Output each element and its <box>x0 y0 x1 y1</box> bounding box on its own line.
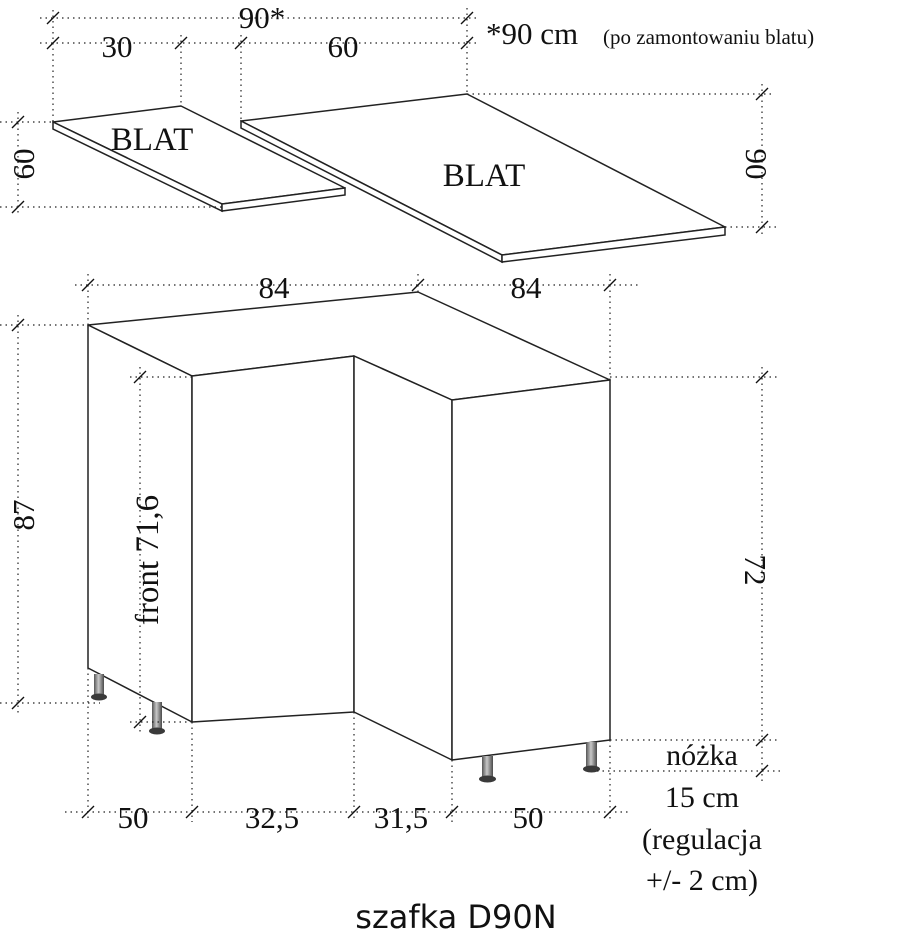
cabinet-inner-side <box>353 355 453 761</box>
countertop-left-width: 30 <box>102 29 133 64</box>
countertop-left <box>52 105 346 213</box>
leg-label: nóżka <box>666 739 738 772</box>
countertop-dimension-lines <box>0 8 780 236</box>
cabinet-left-width: 84 <box>259 270 291 305</box>
bottom-dim-2: 32,5 <box>245 800 299 835</box>
cabinet-legs <box>91 674 600 783</box>
bottom-dim-3: 31,5 <box>374 800 428 835</box>
countertop-right-depth: 90 <box>739 149 774 180</box>
bottom-dim-4: 50 <box>513 800 544 835</box>
cabinet-dimension-lines <box>0 274 780 822</box>
cabinet-front-height: front 71,6 <box>130 495 166 625</box>
cabinet-right-door <box>451 379 611 761</box>
cabinet-right-width: 84 <box>511 270 543 305</box>
leg-icon <box>91 674 107 701</box>
cabinet-total-height: 87 <box>6 500 41 531</box>
cabinet-left-door <box>191 355 355 723</box>
corner-cabinet <box>87 291 611 761</box>
countertop-right-width: 60 <box>328 29 359 64</box>
leg-icon <box>149 702 165 735</box>
countertop-right-label: BLAT <box>443 158 526 194</box>
countertop-right <box>240 93 726 264</box>
countertop-left-label: BLAT <box>111 122 194 158</box>
caption: szafka D90N <box>355 898 556 936</box>
leg-height: 15 cm <box>665 781 739 814</box>
countertop-note-text: (po zamontowaniu blatu) <box>603 25 814 49</box>
countertop-left-depth: 60 <box>6 149 41 180</box>
leg-adjust-line-2: +/- 2 cm) <box>646 864 758 897</box>
countertop-note-value: *90 cm <box>486 16 578 51</box>
leg-icon <box>583 742 600 773</box>
leg-adjust-line-1: (regulacja <box>642 823 762 856</box>
leg-icon <box>479 756 496 783</box>
bottom-dim-1: 50 <box>118 800 149 835</box>
countertop-total-width: 90* <box>239 0 286 35</box>
cabinet-body-height: 72 <box>738 555 773 586</box>
